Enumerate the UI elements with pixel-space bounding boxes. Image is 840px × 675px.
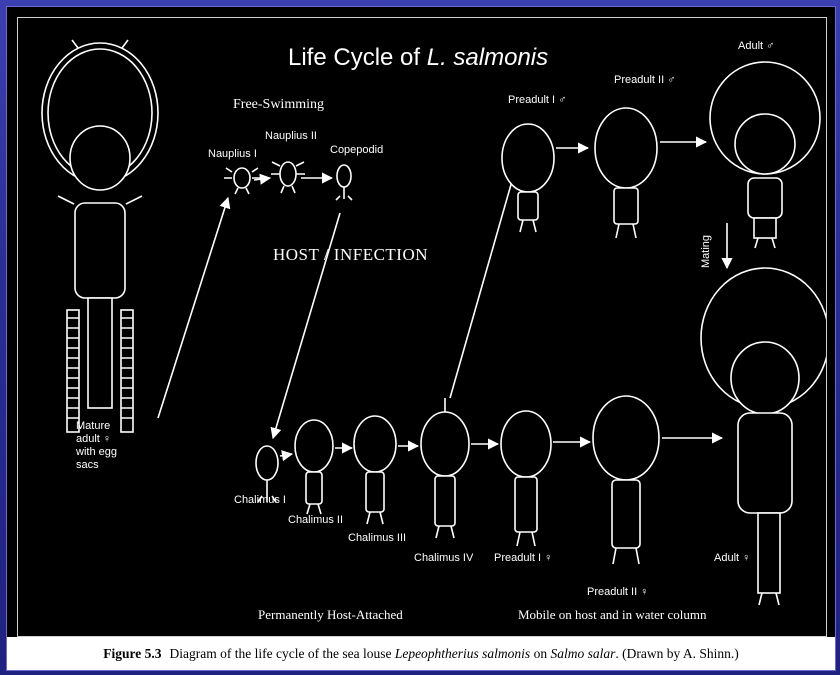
label-chalimus1: Chalimus I <box>234 494 286 507</box>
slide: Life Cycle of L. salmonis Mature adult ♀… <box>6 6 836 671</box>
nauplius1-drawing <box>224 168 260 194</box>
label-nauplius2: Nauplius II <box>265 130 317 143</box>
preadult2-male-drawing <box>595 108 657 238</box>
label-mating: Mating <box>700 235 712 268</box>
caption-label: Figure 5.3 <box>103 646 161 662</box>
nauplius2-drawing <box>271 162 305 193</box>
arrow-female-nauplius <box>158 198 228 418</box>
label-chalimus2: Chalimus II <box>288 514 343 527</box>
label-host-infection: HOST / INFECTION <box>273 248 428 261</box>
label-preadult2-male: Preadult II ♂ <box>614 74 675 87</box>
life-cycle-diagram <box>18 18 826 636</box>
preadult1-male-drawing <box>502 124 554 232</box>
label-copepodid: Copepodid <box>330 144 383 157</box>
preadult1-female-drawing <box>501 411 551 546</box>
mature-female-drawing <box>42 40 158 432</box>
figure-title: Life Cycle of L. salmonis <box>288 44 548 72</box>
label-nauplius1: Nauplius I <box>208 148 257 161</box>
label-preadult1-female: Preadult I ♀ <box>494 552 552 565</box>
copepodid-drawing <box>336 165 352 200</box>
label-free-swimming: Free-Swimming <box>233 98 324 111</box>
label-mobile: Mobile on host and in water column <box>518 608 706 621</box>
label-mature-female: Mature adult ♀ with egg sacs <box>76 420 117 472</box>
label-chalimus3: Chalimus III <box>348 532 406 545</box>
chalimus2-drawing <box>295 420 333 514</box>
label-adult-female: Adult ♀ <box>714 552 750 565</box>
chalimus4-drawing <box>421 398 469 538</box>
label-adult-male: Adult ♂ <box>738 40 774 53</box>
chalimus3-drawing <box>354 416 396 524</box>
preadult2-female-drawing <box>593 396 659 564</box>
arrow-ch4-pa1m <box>450 153 520 398</box>
arrow-ch1-ch2 <box>280 454 292 456</box>
adult-male-drawing <box>710 62 820 248</box>
label-preadult1-male: Preadult I ♂ <box>508 94 566 107</box>
label-preadult2-female: Preadult II ♀ <box>587 586 648 599</box>
label-permanently-attached: Permanently Host-Attached <box>258 608 403 621</box>
life-cycle-figure: Life Cycle of L. salmonis Mature adult ♀… <box>17 17 827 637</box>
figure-caption: Figure 5.3 Diagram of the life cycle of … <box>7 637 835 670</box>
caption-text: Diagram of the life cycle of the sea lou… <box>170 646 739 662</box>
label-chalimus4: Chalimus IV <box>414 552 473 565</box>
